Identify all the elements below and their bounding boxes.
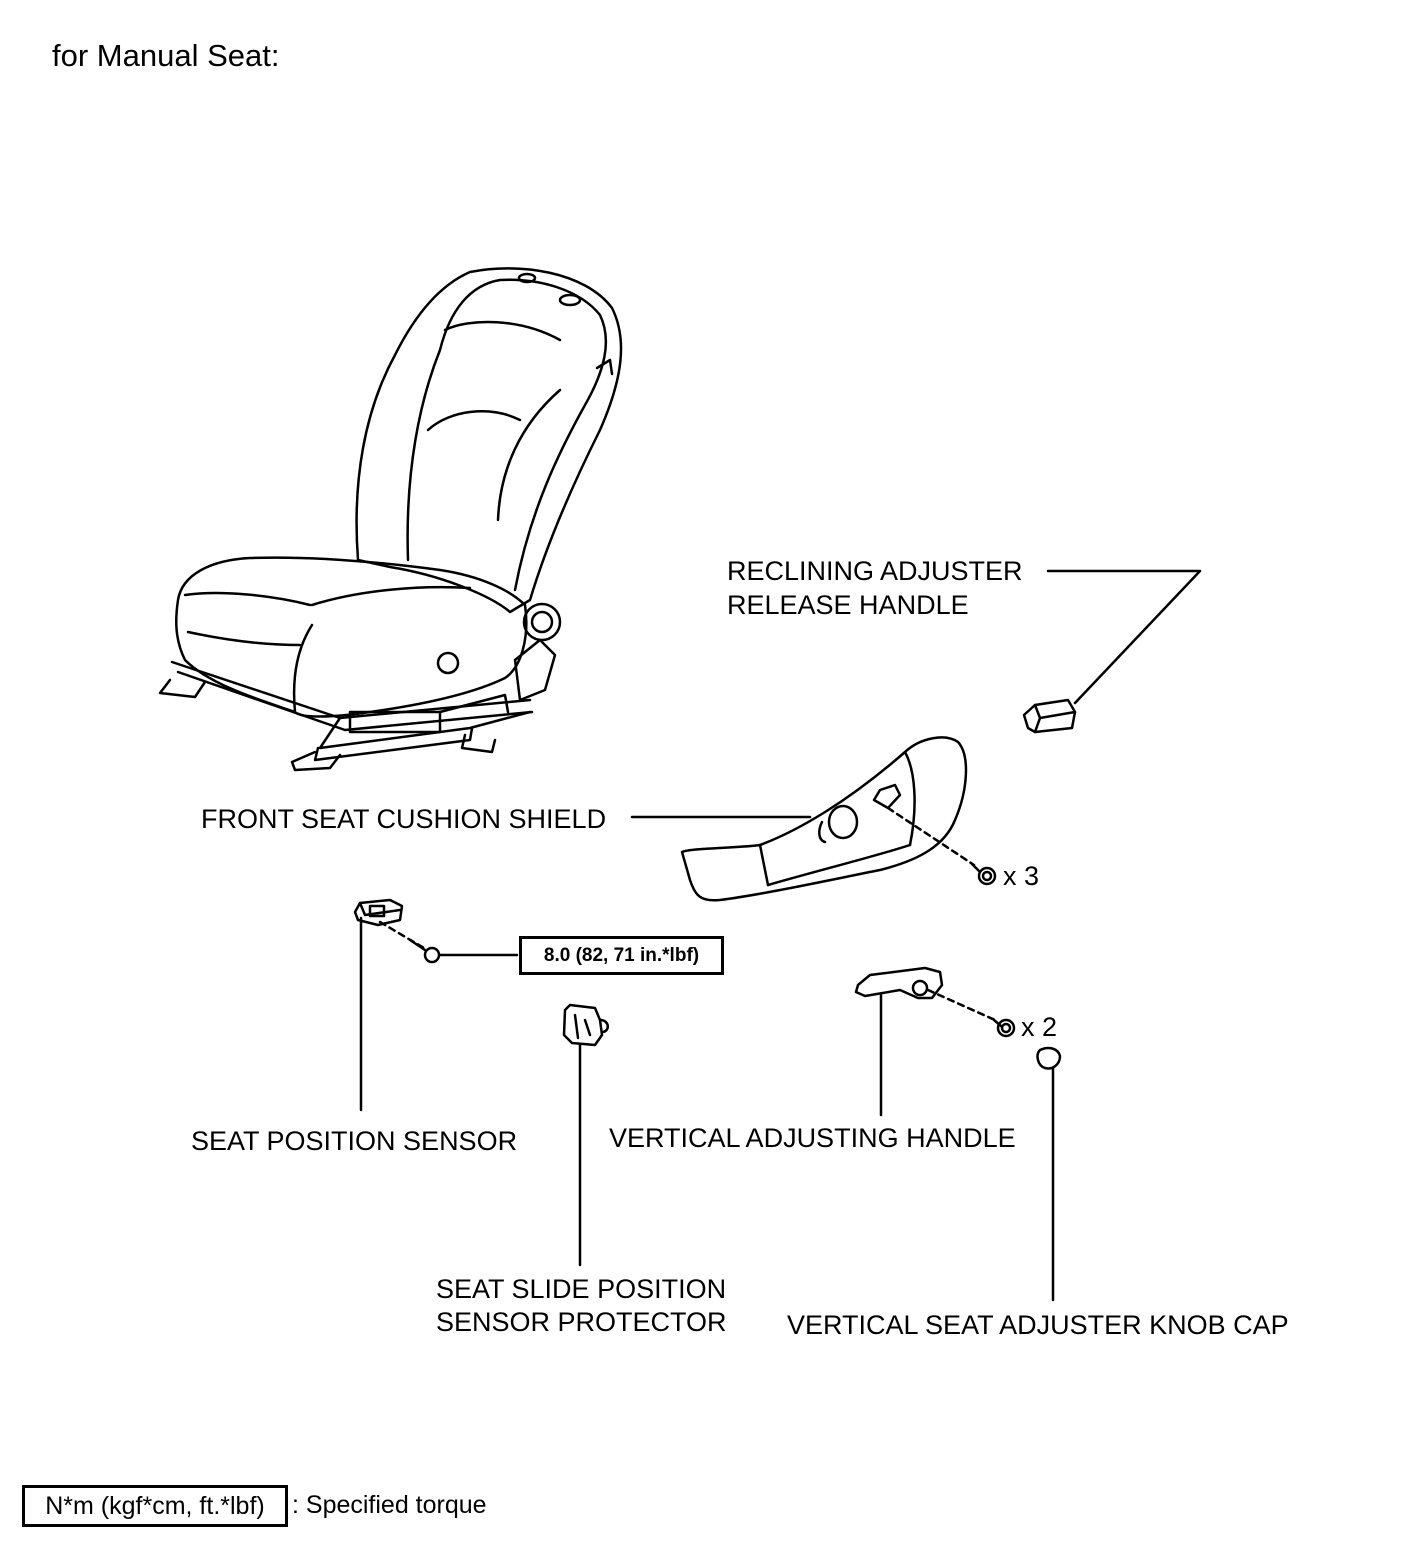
dashed-line-shield-screw: [886, 806, 976, 867]
label-front-seat-cushion-shield: FRONT SEAT CUSHION SHIELD: [201, 804, 607, 834]
label-vertical-adjusting-handle: VERTICAL ADJUSTING HANDLE: [609, 1123, 1016, 1153]
seat-illustration: [158, 267, 623, 772]
screw-icon: [992, 1018, 1016, 1038]
vertical-seat-adjuster-knob-cap: [1036, 1046, 1062, 1070]
dashed-line-handle-screw: [926, 988, 997, 1022]
label-slide-sensor-line2: SENSOR PROTECTOR: [436, 1307, 727, 1337]
legend-torque-unit-box: N*m (kgf*cm, ft.*lbf): [22, 1485, 288, 1527]
dashed-line-sensor-bolt: [378, 920, 426, 950]
vertical-adjusting-handle: [854, 966, 944, 1000]
seat-slide-position-sensor-protector: [562, 1003, 609, 1047]
page-title: for Manual Seat:: [52, 38, 280, 73]
screw-icon: [970, 862, 997, 886]
label-screw-qty-2: x 2: [1021, 1012, 1058, 1042]
reclining-adjuster-release-handle: [1022, 698, 1077, 734]
label-screw-qty-3: x 3: [1003, 861, 1040, 891]
label-knob-cap: VERTICAL SEAT ADJUSTER KNOB CAP: [787, 1310, 1289, 1340]
label-seat-position-sensor: SEAT POSITION SENSOR: [191, 1126, 518, 1156]
torque-spec-box: 8.0 (82, 71 in.*lbf): [519, 936, 724, 975]
legend-description: : Specified torque: [292, 1491, 487, 1519]
label-reclining-adjuster-line2: RELEASE HANDLE: [727, 590, 969, 620]
label-reclining-adjuster-line1: RECLINING ADJUSTER: [727, 556, 1023, 586]
label-slide-sensor-line1: SEAT SLIDE POSITION: [436, 1274, 727, 1304]
front-seat-cushion-shield: [680, 736, 968, 902]
leader-line-reclining: [1046, 569, 1202, 705]
bolt-icon: [408, 938, 441, 964]
